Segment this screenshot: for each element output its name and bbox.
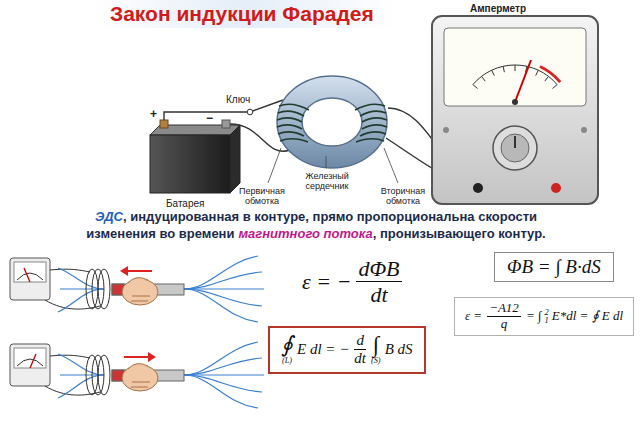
part-label: Амперметр	[470, 3, 526, 15]
formula-group: E dl = −	[297, 341, 349, 358]
formula-group: ∫(S)	[371, 334, 381, 365]
formula-part: q	[501, 317, 508, 332]
title: Закон индукции Фарадея	[110, 2, 374, 26]
formula-part: ε = −	[302, 269, 351, 295]
formula-group: ∮(L)	[281, 334, 293, 365]
formula-part: (L)	[282, 357, 292, 365]
formula-group: −A12q	[487, 301, 521, 332]
statement-text: ЭДС	[95, 209, 123, 224]
part-label: −	[206, 112, 213, 126]
formula-part: ∮	[281, 334, 293, 357]
part-label: Батарея	[166, 198, 204, 210]
formula-box: ε =−A12q= ∫21E*dl = ∮ E dl	[454, 297, 634, 336]
part-label: Первичная обмотка	[234, 186, 290, 207]
part-label: Ключ	[226, 94, 250, 106]
coil-windings	[277, 104, 387, 142]
formula-group: ΦB = ∫ B·dS	[507, 256, 601, 278]
formula-part: 1	[544, 316, 548, 325]
statement-text: , пронизывающего контур.	[373, 226, 546, 241]
part-label: Железный сердечник	[294, 171, 360, 192]
title-banner	[95, 0, 395, 28]
formula-group: B dS	[385, 341, 413, 358]
formula-part: (S)	[371, 357, 381, 365]
formula-box: ∮(L) E dl = − ddt ∫(S) B dS	[268, 326, 426, 374]
iron-core	[277, 76, 387, 168]
formula-group: ε = −	[302, 269, 351, 295]
formula-part: d	[354, 332, 366, 350]
statement-text: магнитного потока	[238, 226, 372, 241]
formula-group: E*dl = ∮ E dl	[552, 308, 623, 324]
formula-part: 2	[544, 308, 548, 317]
part-label: +	[150, 108, 157, 122]
formula-part: B dS	[385, 341, 413, 358]
formula-group: ddt	[354, 332, 366, 368]
formula-part: = ∫	[526, 308, 542, 324]
magnet-demo-1	[10, 256, 264, 322]
switch-pivot	[247, 109, 253, 115]
formula-part: ∫	[373, 334, 379, 357]
formula-part: dt	[354, 350, 366, 367]
statement: ЭДС, индуцированная в контуре, прямо про…	[66, 209, 566, 243]
formula-part: dt	[370, 282, 387, 307]
formula-group: 21	[544, 308, 548, 326]
formula-part: E dl = −	[297, 341, 349, 358]
battery	[150, 120, 240, 193]
formula-part: E*dl = ∮ E dl	[552, 308, 623, 324]
formula-part: ε =	[465, 308, 482, 324]
formula-part: ΦB = ∫ B·dS	[507, 256, 601, 278]
formula-part: −A12	[487, 301, 521, 317]
ammeter	[432, 16, 598, 204]
formula-group: dΦBdt	[356, 256, 401, 308]
formula-box: ΦB = ∫ B·dS	[494, 252, 614, 282]
formula-group: ε =	[465, 308, 482, 324]
magnet-demo-2	[10, 342, 264, 408]
part-label: Вторичная обмотка	[372, 186, 434, 207]
formula-group: = ∫	[526, 308, 542, 324]
formula-part: dΦB	[356, 256, 401, 282]
emf-formula: ε = −dΦBdt	[300, 256, 405, 308]
